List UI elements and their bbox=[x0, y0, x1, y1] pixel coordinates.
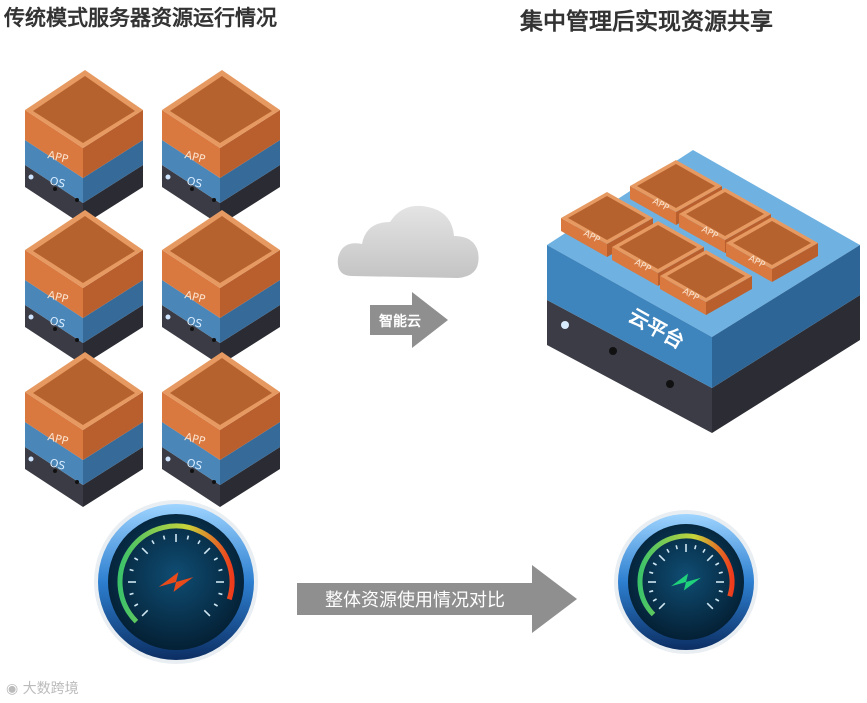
gauge-needle-icon bbox=[158, 572, 194, 592]
power-light bbox=[561, 321, 569, 329]
power-light bbox=[28, 314, 34, 320]
app-layer-label: APP bbox=[183, 148, 207, 166]
gauge-level-arc bbox=[637, 533, 735, 617]
os-layer-label: OS bbox=[185, 456, 203, 472]
platform-app-box: APP bbox=[726, 217, 818, 282]
compare-label: 整体资源使用情况对比 bbox=[325, 590, 505, 611]
platform-app-box: APP bbox=[679, 188, 771, 253]
power-light bbox=[165, 174, 171, 180]
os-layer-label: OS bbox=[48, 174, 66, 190]
compare-arrow: 整体资源使用情况对比 bbox=[297, 565, 577, 633]
cloud-arrow-label: 智能云 bbox=[378, 313, 421, 330]
app-layer-label: APP bbox=[46, 148, 70, 166]
server-stack: APP OS bbox=[162, 352, 280, 507]
power-light bbox=[165, 314, 171, 320]
gauge-needle-icon bbox=[671, 573, 701, 591]
platform-app-box: APP bbox=[561, 192, 653, 257]
power-light bbox=[28, 174, 34, 180]
cloud-arrow: 智能云 bbox=[370, 292, 448, 348]
watermark: ◉ 大数跨境 bbox=[6, 678, 79, 698]
gauge-before bbox=[94, 500, 258, 664]
server-stack: APP OS bbox=[162, 210, 280, 365]
os-layer-label: OS bbox=[48, 314, 66, 330]
server-stack: APP OS bbox=[25, 352, 143, 507]
os-layer-label: OS bbox=[185, 314, 203, 330]
server-grid: APP OS APP OS APP OS APP OS APP OS APP OS bbox=[25, 70, 280, 507]
app-layer-label: APP bbox=[46, 430, 70, 448]
platform-app-box: APP bbox=[660, 250, 752, 315]
os-layer-label: OS bbox=[185, 174, 203, 190]
server-stack: APP OS bbox=[162, 70, 280, 225]
title-centralized: 集中管理后实现资源共享 bbox=[520, 9, 773, 35]
gauge-after bbox=[614, 510, 758, 654]
platform-app-box: APP bbox=[630, 160, 722, 225]
gauge-level-arc bbox=[117, 523, 235, 624]
power-light bbox=[28, 456, 34, 462]
cloud-icon bbox=[337, 205, 479, 278]
title-traditional: 传统模式服务器资源运行情况 bbox=[4, 6, 277, 30]
app-layer-label: APP bbox=[46, 288, 70, 306]
os-layer-label: OS bbox=[48, 456, 66, 472]
watermark-icon: ◉ bbox=[6, 681, 19, 697]
power-light bbox=[165, 456, 171, 462]
watermark-text: 大数跨境 bbox=[22, 681, 79, 697]
app-layer-label: APP bbox=[183, 430, 207, 448]
app-layer-label: APP bbox=[183, 288, 207, 306]
server-stack: APP OS bbox=[25, 210, 143, 365]
server-stack: APP OS bbox=[25, 70, 143, 225]
